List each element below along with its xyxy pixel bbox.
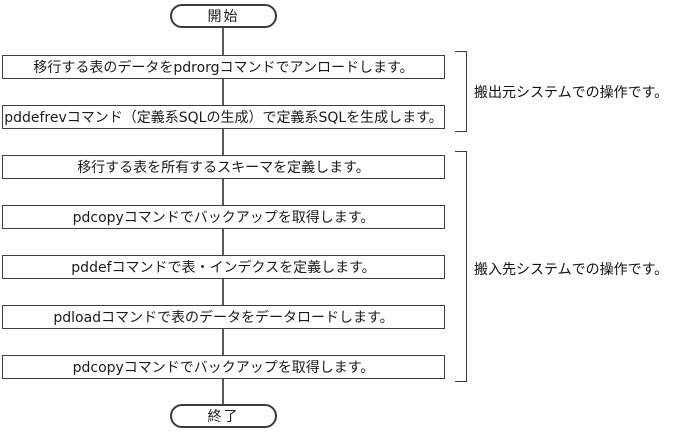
process-step-pdload: pdloadコマンドで表のデータをデータロードします。 [2, 305, 445, 329]
start-terminal-label: 開始 [207, 9, 240, 25]
process-step-pdcopy-backup-1: pdcopyコマンドでバックアップを取得します。 [2, 205, 445, 229]
process-step-label: 移行する表を所有するスキーマを定義します。 [77, 160, 370, 176]
start-terminal: 開始 [170, 4, 277, 28]
target-system-note: 搬入先システムでの操作です。 [474, 262, 669, 278]
group-bracket-target-system [455, 151, 467, 382]
process-step-unload: 移行する表のデータをpdrorgコマンドでアンロードします。 [2, 55, 445, 79]
process-step-label: pdcopyコマンドでバックアップを取得します。 [72, 360, 375, 376]
process-step-pddefrev: pddefrevコマンド（定義系SQLの生成）で定義系SQLを生成します。 [2, 105, 445, 129]
process-step-label: pdloadコマンドで表のデータをデータロードします。 [53, 310, 394, 326]
process-step-define-schema: 移行する表を所有するスキーマを定義します。 [2, 155, 445, 179]
process-step-label: pddefコマンドで表・インデクスを定義します。 [71, 260, 376, 276]
process-step-pdcopy-backup-2: pdcopyコマンドでバックアップを取得します。 [2, 355, 445, 379]
process-step-label: pddefrevコマンド（定義系SQLの生成）で定義系SQLを生成します。 [4, 110, 443, 126]
process-step-label: 移行する表のデータをpdrorgコマンドでアンロードします。 [33, 60, 414, 76]
group-bracket-source-system [455, 51, 467, 132]
source-system-note: 搬出元システムでの操作です。 [474, 85, 669, 101]
end-terminal: 終了 [170, 404, 277, 428]
end-terminal-label: 終了 [207, 409, 240, 425]
process-step-label: pdcopyコマンドでバックアップを取得します。 [72, 210, 375, 226]
process-step-pddef-define: pddefコマンドで表・インデクスを定義します。 [2, 255, 445, 279]
